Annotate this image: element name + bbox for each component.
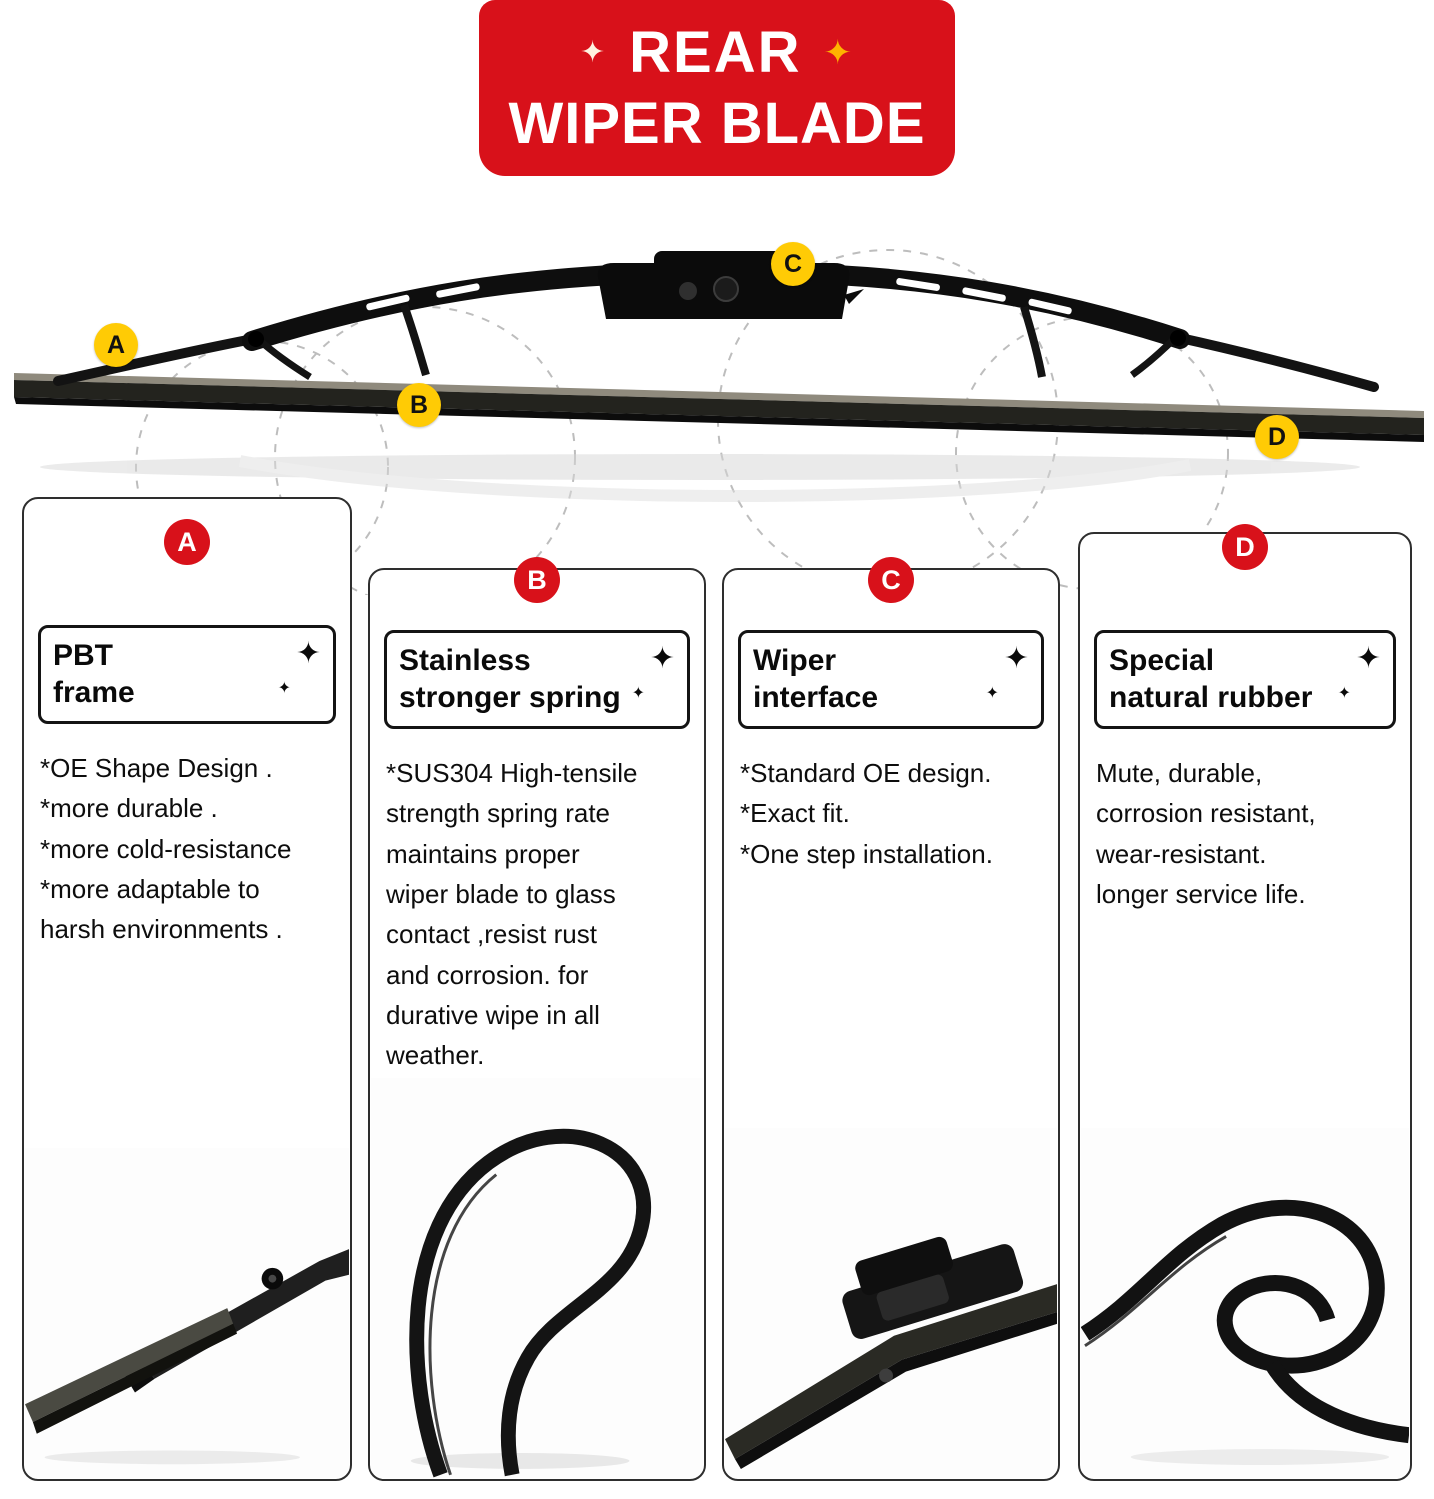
sparkle-icon: ✦ [649, 642, 675, 675]
sparkle-icon: ✦ [1337, 685, 1351, 702]
panel-b-title-box: Stainless stronger spring ✦ ✦ [384, 630, 690, 730]
panel-a-title-box: PBT frame ✦ ✦ [38, 625, 336, 725]
page-title-line2: WIPER BLADE [508, 91, 926, 156]
blade-reflection [40, 454, 1360, 503]
panel-a-body-text: *OE Shape Design . *more durable . *more… [40, 753, 292, 945]
callout-a-badge: A [94, 323, 138, 367]
wiper-frame-end-photo [25, 1148, 349, 1478]
callout-b-badge: B [397, 383, 441, 427]
panel-a-title: PBT frame [53, 639, 135, 709]
feature-panel-b: B Stainless stronger spring ✦ ✦ *SUS304 … [368, 557, 706, 1481]
panel-d-title: Special natural rubber [1109, 644, 1313, 714]
sparkle-icon: ✦ [1003, 642, 1029, 675]
sparkle-icon: ✦ [1355, 642, 1381, 675]
feature-panel-a: A PBT frame ✦ ✦ *OE Shape Design . *more… [22, 497, 352, 1481]
center-connector [597, 251, 864, 319]
sparkle-icon: ✦ [580, 36, 608, 69]
page-title-line1: REAR [629, 20, 802, 85]
panel-b-body-text: *SUS304 High-tensile strength spring rat… [386, 758, 638, 1071]
panel-a-letter-badge: A [164, 519, 210, 565]
sparkle-icon: ✦ [985, 685, 999, 702]
panel-b-letter-badge: B [514, 557, 560, 603]
panel-c-title-box: Wiper interface ✦ ✦ [738, 630, 1044, 730]
callout-c-badge: C [771, 242, 815, 286]
panel-c-title: Wiper interface [753, 644, 879, 714]
wiper-blade-photo [14, 249, 1424, 595]
sparkle-icon: ✦ [823, 33, 854, 72]
panel-d-letter-badge: D [1222, 524, 1268, 570]
panel-c-letter-badge: C [868, 557, 914, 603]
bow-vent-slots [366, 278, 1072, 315]
panel-d-title-box: Special natural rubber ✦ ✦ [1094, 630, 1396, 730]
wiper-connector-photo [725, 1128, 1057, 1478]
blade-rubber-strip [14, 373, 1424, 442]
feature-panel-c: C Wiper interface ✦ ✦ *Standard OE desig… [722, 557, 1060, 1481]
feature-panel-d: D Special natural rubber ✦ ✦ Mute, durab… [1078, 524, 1412, 1481]
callout-d-badge: D [1255, 415, 1299, 459]
rubber-strip-coil-photo [1081, 1128, 1409, 1478]
header-banner: ✦ REAR ✦ WIPER BLADE [479, 0, 955, 176]
sparkle-icon: ✦ [277, 680, 291, 697]
header-line1: ✦ REAR ✦ [580, 19, 854, 86]
sparkle-icon: ✦ [631, 685, 645, 702]
panel-c-body-text: *Standard OE design. *Exact fit. *One st… [740, 758, 993, 869]
panel-d-body-text: Mute, durable, corrosion resistant, wear… [1096, 758, 1316, 910]
spring-steel-loop-photo [371, 1078, 703, 1478]
sparkle-icon: ✦ [295, 637, 321, 670]
panel-b-title: Stainless stronger spring [399, 644, 621, 714]
